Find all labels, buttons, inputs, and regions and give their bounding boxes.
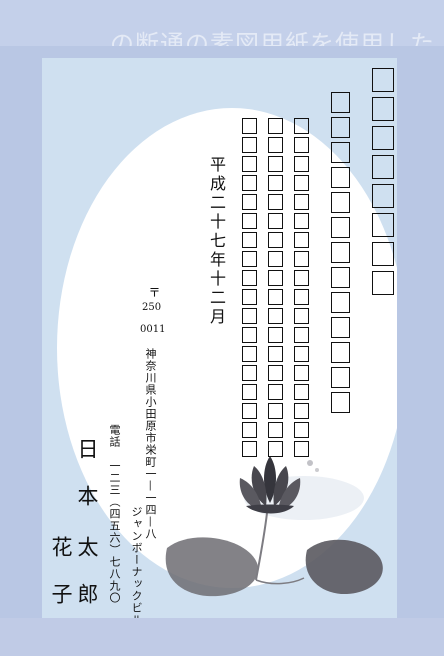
letter-box[interactable] bbox=[242, 137, 257, 153]
letter-box[interactable] bbox=[242, 403, 257, 419]
letter-box-column-1 bbox=[372, 68, 394, 295]
sender-name-3: 花子 bbox=[49, 536, 73, 618]
letter-box[interactable] bbox=[331, 317, 350, 338]
letter-box[interactable] bbox=[331, 367, 350, 388]
letter-box[interactable] bbox=[294, 175, 309, 191]
letter-box[interactable] bbox=[268, 156, 283, 172]
letter-box[interactable] bbox=[268, 308, 283, 324]
moon-circle bbox=[57, 108, 397, 588]
letter-box[interactable] bbox=[331, 192, 350, 213]
sender-name-1: 日本 bbox=[75, 438, 99, 532]
letter-box-column-5 bbox=[242, 118, 257, 457]
letter-box[interactable] bbox=[294, 213, 309, 229]
letter-box[interactable] bbox=[294, 289, 309, 305]
letter-box[interactable] bbox=[268, 137, 283, 153]
letter-box[interactable] bbox=[268, 175, 283, 191]
letter-box[interactable] bbox=[331, 92, 350, 113]
letter-box[interactable] bbox=[331, 117, 350, 138]
letter-box[interactable] bbox=[268, 213, 283, 229]
letter-box[interactable] bbox=[268, 232, 283, 248]
letter-box[interactable] bbox=[294, 156, 309, 172]
letter-box[interactable] bbox=[242, 289, 257, 305]
letter-box[interactable] bbox=[242, 118, 257, 134]
letter-box[interactable] bbox=[242, 365, 257, 381]
letter-box[interactable] bbox=[294, 384, 309, 400]
letter-box[interactable] bbox=[331, 142, 350, 163]
letter-box[interactable] bbox=[294, 308, 309, 324]
letter-box[interactable] bbox=[242, 441, 257, 457]
postal-code-2: 0011 bbox=[140, 324, 166, 335]
address-line-2: ジャンボーナックビル bbox=[130, 506, 143, 618]
letter-box[interactable] bbox=[372, 97, 394, 121]
letter-box[interactable] bbox=[268, 327, 283, 343]
letter-box[interactable] bbox=[294, 232, 309, 248]
postal-mark: 〒 bbox=[147, 286, 161, 298]
phone-number: 電話 一二三（四五六）七八九〇 bbox=[108, 424, 121, 604]
letter-box[interactable] bbox=[294, 327, 309, 343]
letter-box[interactable] bbox=[294, 251, 309, 267]
letter-box[interactable] bbox=[242, 213, 257, 229]
letter-box-column-4 bbox=[268, 118, 283, 457]
letter-box[interactable] bbox=[294, 118, 309, 134]
letter-box[interactable] bbox=[331, 292, 350, 313]
postcard: 平成二十七年十二月 〒 250 0011 神奈川県小田原市栄町一—一四—八 ジャ… bbox=[42, 58, 397, 618]
lily-pad-right bbox=[305, 539, 383, 595]
address-line-1: 神奈川県小田原市栄町一—一四—八 bbox=[144, 348, 157, 540]
letter-box[interactable] bbox=[372, 126, 394, 150]
letter-box[interactable] bbox=[294, 194, 309, 210]
postal-code-1: 250 bbox=[142, 302, 162, 313]
letter-box[interactable] bbox=[242, 156, 257, 172]
sender-name-2: 太郎 bbox=[75, 536, 99, 618]
letter-box[interactable] bbox=[268, 270, 283, 286]
letter-box[interactable] bbox=[268, 403, 283, 419]
letter-box[interactable] bbox=[294, 270, 309, 286]
letter-box[interactable] bbox=[242, 251, 257, 267]
postcard-artwork bbox=[42, 58, 397, 618]
letter-box[interactable] bbox=[294, 441, 309, 457]
letter-box[interactable] bbox=[372, 271, 394, 295]
letter-box[interactable] bbox=[268, 422, 283, 438]
letter-box[interactable] bbox=[294, 403, 309, 419]
letter-box[interactable] bbox=[242, 422, 257, 438]
letter-box[interactable] bbox=[331, 392, 350, 413]
letter-box[interactable] bbox=[331, 242, 350, 263]
background-footer-strip bbox=[0, 618, 444, 656]
letter-box[interactable] bbox=[268, 118, 283, 134]
letter-box[interactable] bbox=[242, 232, 257, 248]
letter-box[interactable] bbox=[268, 384, 283, 400]
letter-box[interactable] bbox=[372, 242, 394, 266]
letter-box[interactable] bbox=[242, 327, 257, 343]
letter-box-column-2 bbox=[331, 92, 350, 413]
letter-box[interactable] bbox=[372, 213, 394, 237]
letter-box[interactable] bbox=[294, 346, 309, 362]
letter-box[interactable] bbox=[242, 194, 257, 210]
letter-box[interactable] bbox=[268, 346, 283, 362]
letter-box[interactable] bbox=[268, 289, 283, 305]
letter-box-column-3 bbox=[294, 118, 309, 457]
letter-box[interactable] bbox=[268, 251, 283, 267]
letter-box[interactable] bbox=[331, 267, 350, 288]
letter-box[interactable] bbox=[331, 342, 350, 363]
letter-box[interactable] bbox=[242, 308, 257, 324]
letter-box[interactable] bbox=[331, 167, 350, 188]
letter-box[interactable] bbox=[372, 68, 394, 92]
background-header-strip: の断通の素図用紙を使用した上品な bbox=[0, 0, 444, 46]
letter-box[interactable] bbox=[268, 365, 283, 381]
lily-pad-left bbox=[165, 537, 259, 597]
letter-box[interactable] bbox=[331, 217, 350, 238]
lotus-flower bbox=[239, 456, 301, 514]
letter-box[interactable] bbox=[242, 384, 257, 400]
letter-box[interactable] bbox=[242, 346, 257, 362]
letter-box[interactable] bbox=[294, 365, 309, 381]
date-line: 平成二十七年十二月 bbox=[207, 156, 226, 327]
letter-box[interactable] bbox=[372, 184, 394, 208]
letter-box[interactable] bbox=[268, 441, 283, 457]
letter-box[interactable] bbox=[242, 270, 257, 286]
letter-box[interactable] bbox=[268, 194, 283, 210]
background-text: の断通の素図用紙を使用した上品な bbox=[110, 30, 444, 46]
letter-box[interactable] bbox=[242, 175, 257, 191]
letter-box[interactable] bbox=[372, 155, 394, 179]
letter-box[interactable] bbox=[294, 137, 309, 153]
letter-box[interactable] bbox=[294, 422, 309, 438]
